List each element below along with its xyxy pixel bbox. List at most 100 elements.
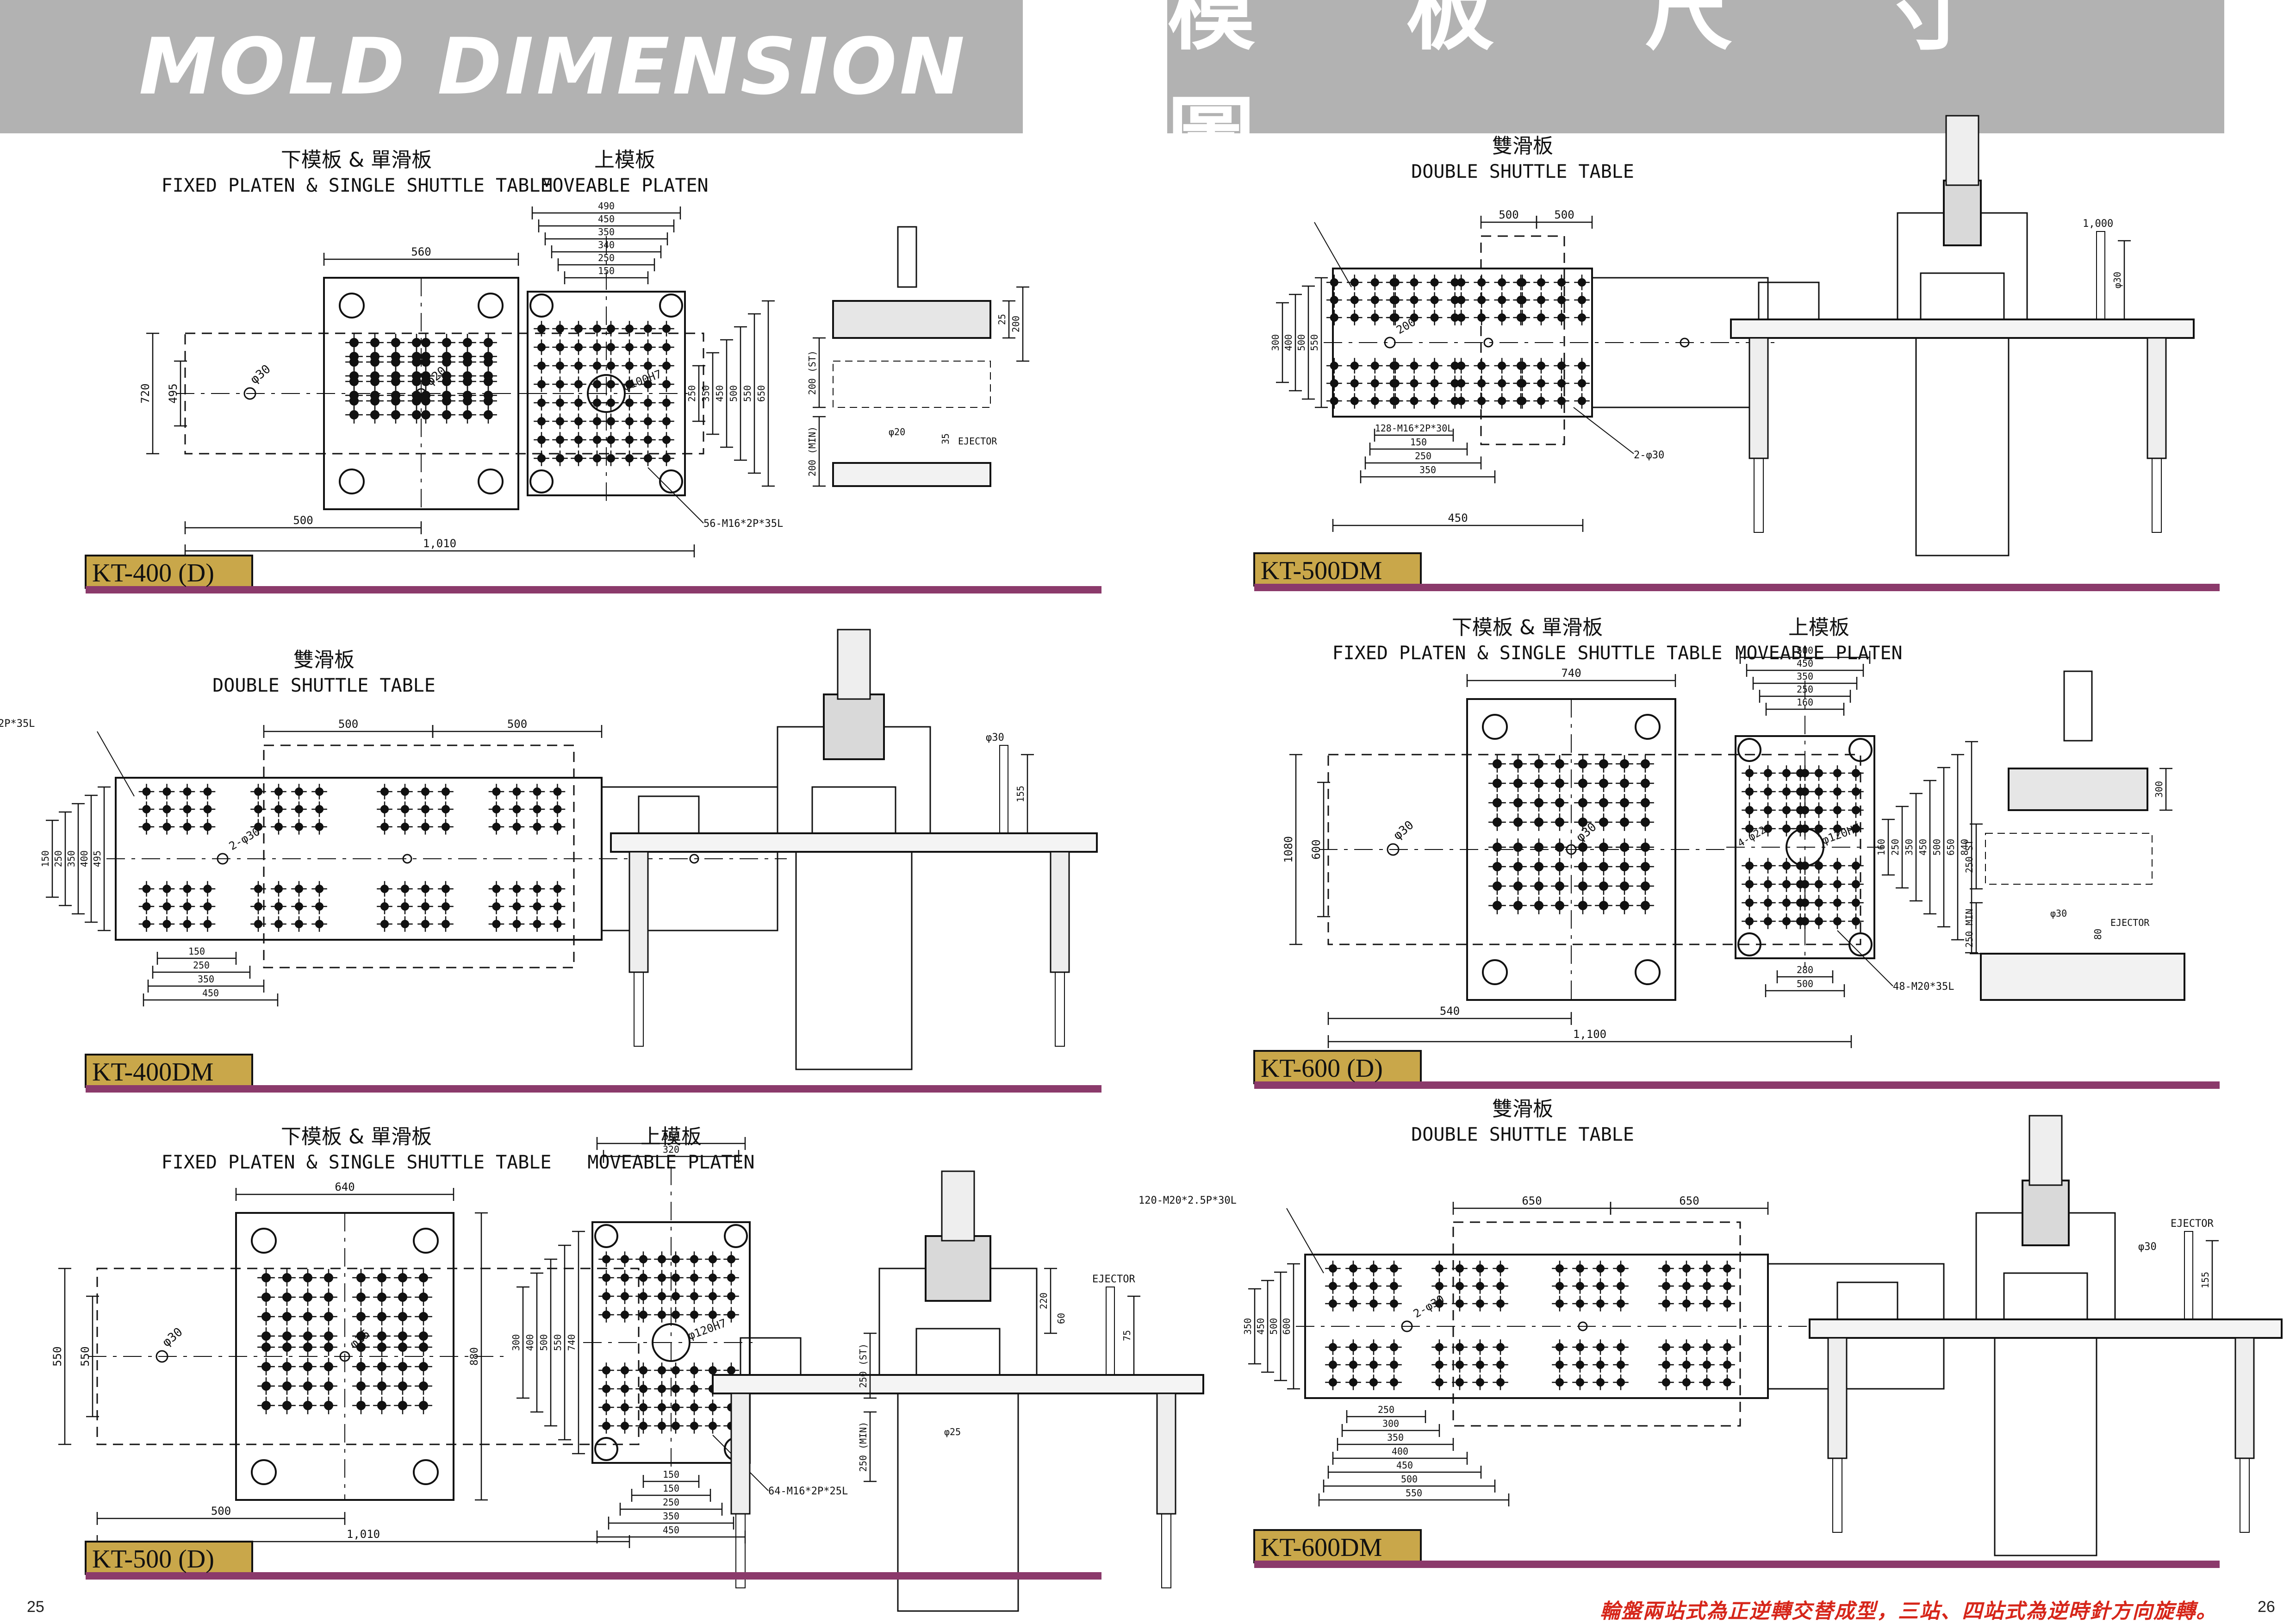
dimension-label: 160 bbox=[1876, 839, 1887, 856]
press-base bbox=[795, 851, 913, 1070]
upper-platen bbox=[1943, 180, 1982, 246]
bolt-hole bbox=[370, 371, 380, 381]
bolt-hole bbox=[512, 823, 521, 831]
header-bar-left: MOLD DIMENSION bbox=[0, 0, 1023, 133]
bolt-hole bbox=[1537, 397, 1545, 405]
bolt-hole bbox=[1329, 1299, 1337, 1308]
bolt-hole bbox=[1815, 862, 1823, 870]
ejector-pin bbox=[2063, 670, 2093, 742]
bolt-hole bbox=[709, 1422, 717, 1430]
bolt-hole bbox=[1389, 397, 1398, 405]
shuttle-bed bbox=[712, 1374, 1204, 1394]
bolt-hole bbox=[1764, 806, 1772, 814]
bolt-hole bbox=[380, 787, 389, 796]
bolt-hole bbox=[621, 1422, 629, 1430]
bolt-hole bbox=[1620, 759, 1629, 768]
tie-bar-hole bbox=[659, 294, 683, 318]
bolt-hole bbox=[690, 1422, 698, 1430]
bolt-hole bbox=[1370, 362, 1379, 370]
bolt-hole bbox=[1330, 296, 1338, 304]
bolt-hole bbox=[463, 371, 472, 381]
bolt-hole bbox=[1389, 379, 1398, 387]
bolt-hole bbox=[261, 1401, 271, 1410]
bolt-hole bbox=[380, 885, 389, 893]
bolt-hole bbox=[162, 805, 171, 813]
bolt-hole bbox=[1513, 798, 1523, 807]
bolt-hole bbox=[1493, 779, 1502, 788]
bolt-hole bbox=[274, 885, 283, 893]
model-tag bbox=[85, 1054, 253, 1088]
bolt-hole bbox=[398, 1312, 407, 1321]
bolt-hole bbox=[1477, 362, 1486, 370]
bolt-hole bbox=[537, 436, 546, 444]
dimension-label: 600 bbox=[1310, 839, 1323, 859]
dimension-label: 500 bbox=[663, 1131, 679, 1142]
bolt-hole bbox=[380, 920, 389, 928]
bolt-hole bbox=[1370, 313, 1379, 322]
bolt-hole bbox=[442, 805, 450, 813]
bolt-hole bbox=[574, 454, 583, 462]
bolt-hole bbox=[512, 805, 521, 813]
bolt-hole bbox=[484, 352, 493, 361]
bolt-hole bbox=[295, 902, 303, 911]
bolt-hole bbox=[1599, 862, 1608, 871]
dimension-label: 1,000 bbox=[2083, 218, 2113, 230]
bolt-hole bbox=[162, 787, 171, 796]
dimension-label: 495 bbox=[167, 383, 180, 403]
dimension-label: 340 bbox=[598, 239, 615, 250]
bolt-hole bbox=[607, 436, 615, 444]
bolt-hole bbox=[1617, 1378, 1625, 1387]
bolt-hole bbox=[1796, 880, 1804, 888]
support-column bbox=[1748, 337, 1769, 459]
ejector-plate bbox=[1980, 953, 2185, 1001]
bolt-hole bbox=[1349, 1378, 1357, 1387]
bolt-hole bbox=[401, 823, 409, 831]
bolt-hole bbox=[1534, 881, 1543, 891]
dimension-label: 250 bbox=[598, 252, 615, 263]
bolt-hole bbox=[1477, 397, 1486, 405]
dimension-label: 740 bbox=[566, 1334, 577, 1351]
bolt-hole bbox=[644, 399, 652, 407]
bolt-hole bbox=[401, 805, 409, 813]
bolt-hole bbox=[442, 885, 450, 893]
model-label: KT-500DM bbox=[1261, 556, 1382, 585]
bolt-hole bbox=[419, 1293, 428, 1302]
bolt-hole bbox=[1330, 278, 1338, 287]
bolt-hole bbox=[1435, 1378, 1444, 1387]
bolt-hole bbox=[553, 902, 562, 911]
bolt-hole bbox=[442, 823, 450, 831]
bolt-hole bbox=[537, 325, 546, 333]
bolt-hole bbox=[1557, 379, 1566, 387]
bolt-hole bbox=[203, 805, 212, 813]
bolt-hole bbox=[533, 920, 541, 928]
tie-bar-hole bbox=[251, 1459, 277, 1485]
dimension-label: 500 bbox=[1931, 839, 1942, 856]
bolt-hole bbox=[377, 1381, 386, 1391]
bolt-hole bbox=[1745, 787, 1754, 796]
bolt-hole bbox=[303, 1362, 312, 1371]
dimension-label: 75 bbox=[1121, 1330, 1132, 1341]
bolt-hole bbox=[1578, 296, 1586, 304]
bolt-hole bbox=[537, 399, 546, 407]
dimension-label: 350 bbox=[66, 850, 77, 867]
bolt-hole bbox=[639, 1311, 647, 1319]
bolt-hole bbox=[593, 362, 601, 370]
bolt-hole bbox=[1662, 1343, 1670, 1351]
bolt-hole bbox=[1555, 759, 1564, 768]
bolt-hole bbox=[1617, 1343, 1625, 1351]
bolt-hole bbox=[1349, 1361, 1357, 1369]
bolt-hole bbox=[1349, 1299, 1357, 1308]
heading-en: DOUBLE SHUTTLE TABLE bbox=[1411, 1124, 1634, 1145]
locating-hole bbox=[1384, 337, 1396, 349]
bolt-hole bbox=[727, 1311, 735, 1319]
dimension-label: 250 (MIN) bbox=[858, 1422, 869, 1472]
bolt-hole bbox=[356, 1401, 366, 1410]
ram bbox=[1945, 115, 1979, 186]
bolt-hole bbox=[1350, 362, 1359, 370]
bolt-hole bbox=[162, 823, 171, 831]
heading-zh: 下模板 & 單滑板 bbox=[281, 148, 432, 172]
bolt-hole bbox=[1620, 843, 1629, 852]
bolt-hole bbox=[1599, 881, 1608, 891]
